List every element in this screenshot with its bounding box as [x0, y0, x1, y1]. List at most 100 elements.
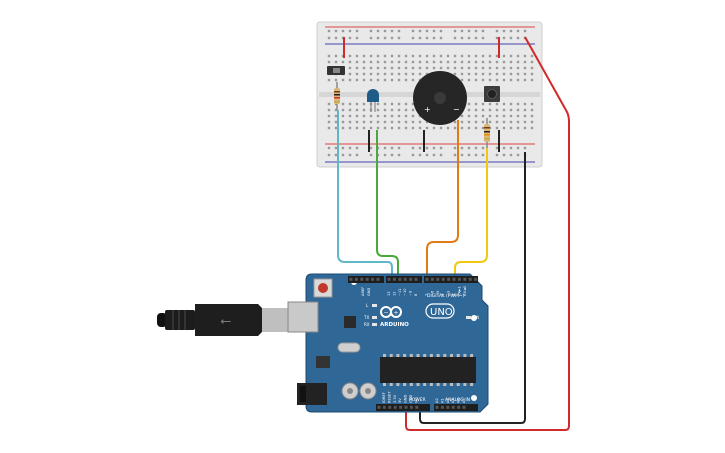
rail-hole — [509, 146, 513, 150]
digital-header-label: DIGITAL (PWM~) — [427, 293, 465, 299]
breadboard-hole — [348, 66, 352, 70]
breadboard-hole — [418, 54, 422, 58]
resistor-left — [334, 82, 340, 110]
breadboard-hole — [453, 54, 457, 58]
breadboard-hole — [362, 72, 366, 76]
rail-hole — [460, 146, 464, 150]
rail-hole — [383, 29, 387, 33]
breadboard-hole — [425, 120, 429, 124]
breadboard-hole — [481, 108, 485, 112]
breadboard-hole — [362, 102, 366, 106]
breadboard-hole — [376, 108, 380, 112]
rail-hole — [495, 36, 499, 40]
pin-label-digital: ~5 — [436, 291, 440, 296]
breadboard-hole — [488, 72, 492, 76]
breadboard-hole — [474, 114, 478, 118]
breadboard-hole — [432, 126, 436, 130]
breadboard-hole — [369, 126, 373, 130]
header-hole — [392, 277, 396, 281]
breadboard-hole — [502, 108, 506, 112]
breadboard-hole — [516, 108, 520, 112]
rail-hole — [467, 36, 471, 40]
breadboard-hole — [425, 60, 429, 64]
breadboard-hole — [369, 120, 373, 124]
chip-pin — [383, 354, 386, 357]
rail-hole — [439, 153, 443, 157]
usb-symbol-icon: ⭠ — [220, 313, 231, 329]
rail-hole — [327, 29, 331, 33]
breadboard-hole — [404, 120, 408, 124]
led-tx-label: TX — [363, 315, 369, 320]
header-hole — [435, 405, 439, 409]
breadboard-hole — [488, 108, 492, 112]
chip-pin — [463, 383, 467, 386]
breadboard-hole — [397, 120, 401, 124]
breadboard-hole — [411, 114, 415, 118]
breadboard-hole — [530, 120, 534, 124]
breadboard-hole — [327, 126, 331, 130]
breadboard-hole — [327, 102, 331, 106]
breadboard-hole — [383, 108, 387, 112]
rail-hole — [453, 146, 457, 150]
breadboard-hole — [502, 114, 506, 118]
rail-hole — [369, 29, 373, 33]
rail-hole — [425, 153, 429, 157]
breadboard-hole — [390, 66, 394, 70]
rail-hole — [516, 153, 520, 157]
rail-hole — [390, 146, 394, 150]
header-analog — [434, 404, 478, 411]
rail-hole — [355, 29, 359, 33]
rail-hole — [516, 29, 520, 33]
breadboard-hole — [523, 108, 527, 112]
breadboard-hole — [404, 108, 408, 112]
breadboard-hole — [516, 72, 520, 76]
rail-hole — [425, 36, 429, 40]
pushbutton-cap — [487, 89, 497, 99]
rail-hole — [495, 146, 499, 150]
header-hole — [403, 277, 407, 281]
pin-label-power: Vin — [414, 397, 418, 403]
breadboard-hole — [502, 78, 506, 82]
model-label: UNO — [430, 307, 453, 318]
rail-hole — [474, 146, 478, 150]
chip-pin — [443, 354, 447, 357]
wire-red — [405, 36, 570, 431]
buzzer-plus-sign: + — [424, 105, 431, 114]
header-hole — [409, 277, 413, 281]
rail-hole — [327, 36, 331, 40]
breadboard-hole — [432, 60, 436, 64]
breadboard-hole — [488, 120, 492, 124]
breadboard-hole — [474, 54, 478, 58]
rail-hole — [418, 153, 422, 157]
breadboard-hole — [369, 60, 373, 64]
breadboard-hole — [523, 72, 527, 76]
chip-pin — [409, 383, 413, 386]
mount-hole-3 — [471, 395, 477, 401]
rail-hole — [453, 36, 457, 40]
breadboard-hole — [495, 72, 499, 76]
header-top-right — [424, 276, 478, 283]
rail-hole — [460, 153, 464, 157]
breadboard-hole — [390, 54, 394, 58]
breadboard-hole — [439, 66, 443, 70]
breadboard-hole — [348, 120, 352, 124]
breadboard-hole — [502, 126, 506, 130]
breadboard-hole — [460, 78, 464, 82]
header-hole — [474, 277, 478, 281]
breadboard-hole — [495, 126, 499, 130]
pushbutton — [484, 86, 500, 102]
rail-hole — [425, 146, 429, 150]
breadboard-hole — [369, 78, 373, 82]
breadboard-hole — [502, 60, 506, 64]
rail-hole — [383, 146, 387, 150]
breadboard-hole — [488, 102, 492, 106]
breadboard-hole — [376, 66, 380, 70]
header-hole — [462, 405, 466, 409]
breadboard-hole — [397, 66, 401, 70]
breadboard-hole — [439, 54, 443, 58]
chip-pin — [470, 354, 474, 357]
breadboard-hole — [481, 120, 485, 124]
chip-pin — [409, 354, 413, 357]
pin-label-power: GND — [409, 395, 413, 403]
